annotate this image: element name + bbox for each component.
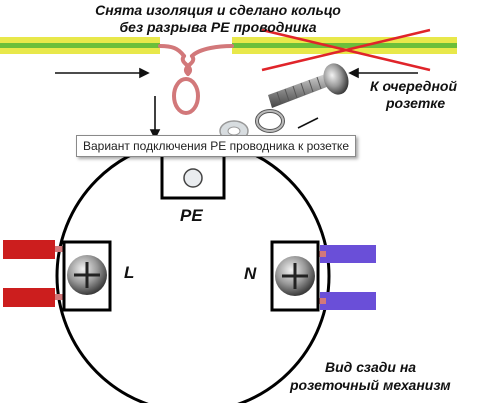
copper-loop xyxy=(158,44,234,115)
tooltip: Вариант подключения PE проводника к розе… xyxy=(76,135,356,157)
arrow-icon xyxy=(149,96,161,140)
pe-wire-right xyxy=(232,37,457,54)
terminal-l-label: L xyxy=(124,263,135,282)
phase-wires xyxy=(3,240,69,307)
rear-view-line2: розеточный механизм xyxy=(290,377,451,393)
caption-top-line2: без разрыва PE проводника xyxy=(119,19,317,35)
terminal-pe-label: PE xyxy=(180,206,203,225)
screw-icon xyxy=(268,63,349,108)
caption-top-line1: Снята изоляция и сделано кольцо xyxy=(95,2,341,18)
arrow-icon xyxy=(297,117,319,129)
pe-wire-left xyxy=(0,37,160,54)
rear-view-line1: Вид сзади на xyxy=(325,359,417,375)
arrow-icon xyxy=(348,67,418,79)
terminal-n xyxy=(270,240,320,312)
arrow-icon xyxy=(55,67,150,79)
next-socket-line1: К очередной xyxy=(370,78,458,94)
next-socket-line2: розетке xyxy=(386,95,446,111)
terminal-pe xyxy=(160,150,226,200)
cross-mark-icon xyxy=(261,28,431,72)
terminal-l xyxy=(62,240,112,312)
washer-icon xyxy=(255,109,285,133)
terminal-n-label: N xyxy=(244,264,257,283)
